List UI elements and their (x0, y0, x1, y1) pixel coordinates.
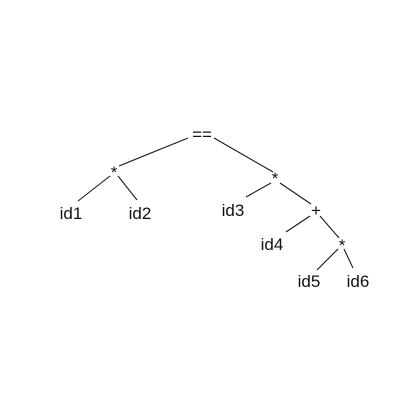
node-id4: id4 (261, 235, 284, 254)
edge-mul1-id2 (117, 175, 138, 201)
edge-eq-mul2 (213, 137, 274, 173)
edge-mul3-id6 (343, 248, 354, 269)
edge-mul1-id1 (77, 175, 111, 202)
node-equals-operator: == (192, 125, 212, 144)
tree-edges (77, 137, 354, 271)
edge-eq-mul1 (118, 137, 189, 167)
node-id5: id5 (298, 272, 321, 291)
node-multiply-operator-bottom: * (339, 236, 346, 255)
edge-mul2-plus (279, 182, 312, 205)
node-id2: id2 (129, 204, 152, 223)
edge-mul2-id3 (245, 182, 272, 198)
edge-plus-id4 (285, 215, 311, 233)
node-multiply-operator-right: * (272, 169, 279, 188)
node-id1: id1 (60, 204, 83, 223)
node-id3: id3 (222, 201, 245, 220)
tree-nodes: == * * id1 id2 id3 + id4 * id5 id6 (60, 125, 370, 291)
node-plus-operator: + (311, 201, 321, 220)
node-multiply-operator-left: * (111, 163, 118, 182)
edge-plus-mul3 (319, 215, 340, 239)
edge-mul3-id5 (316, 248, 339, 271)
node-id6: id6 (347, 272, 370, 291)
